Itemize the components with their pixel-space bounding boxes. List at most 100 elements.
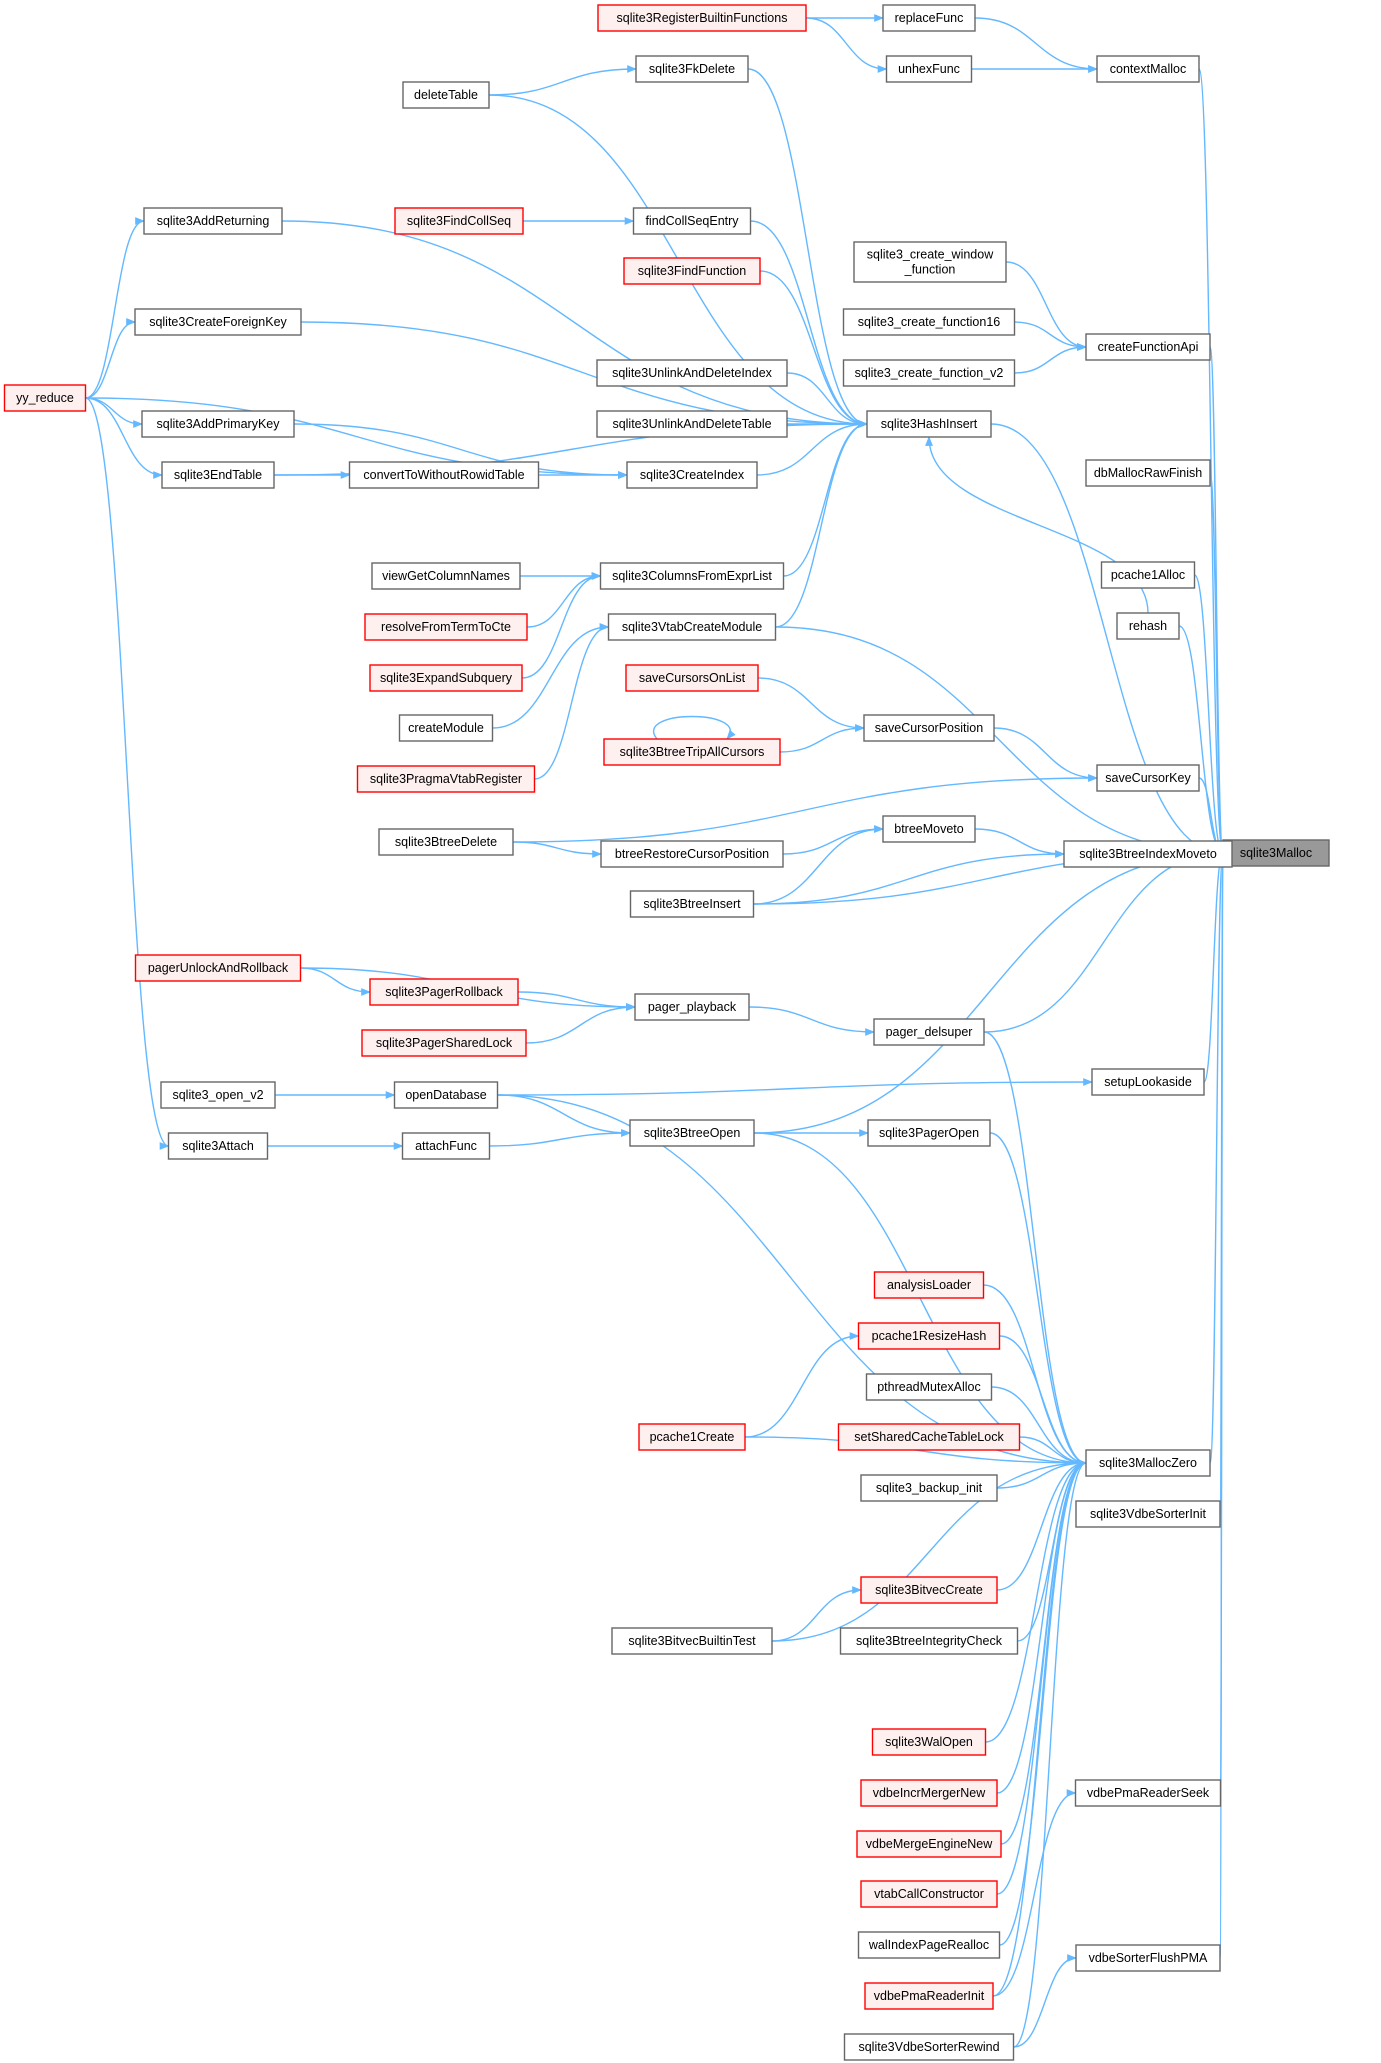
node-box[interactable]	[629, 1119, 755, 1147]
node-box[interactable]	[348, 461, 540, 489]
node-sqlite3Malloc[interactable]: sqlite3Malloc	[1222, 839, 1330, 867]
node-sqlite3VdbeSorterRewind[interactable]: sqlite3VdbeSorterRewind	[843, 2033, 1015, 2061]
node-sqlite3ColumnsFromExprList[interactable]: sqlite3ColumnsFromExprList	[599, 562, 785, 590]
node-box[interactable]	[141, 410, 295, 438]
node-box[interactable]	[629, 890, 755, 918]
node-box[interactable]	[839, 1627, 1019, 1655]
node-sqlite3VtabCreateModule[interactable]: sqlite3VtabCreateModule	[607, 613, 777, 641]
node-resolveFromTermToCte[interactable]: resolveFromTermToCte	[364, 613, 528, 641]
node-sqlite3Attach[interactable]: sqlite3Attach	[167, 1132, 269, 1160]
node-sqlite3PagerRollback[interactable]: sqlite3PagerRollback	[369, 978, 519, 1006]
node-pthreadMutexAlloc[interactable]: pthreadMutexAlloc	[865, 1373, 993, 1401]
node-box[interactable]	[398, 714, 494, 742]
node-box[interactable]	[167, 1132, 269, 1160]
node-sqlite3BtreeIndexMoveto[interactable]: sqlite3BtreeIndexMoveto	[1063, 840, 1233, 868]
node-box[interactable]	[393, 1081, 499, 1109]
node-box[interactable]	[1116, 612, 1180, 640]
node-sqlite3WalOpen[interactable]: sqlite3WalOpen	[871, 1728, 987, 1756]
node-pcache1Create[interactable]: pcache1Create	[638, 1423, 746, 1451]
node-box[interactable]	[596, 410, 788, 438]
node-sqlite3FkDelete[interactable]: sqlite3FkDelete	[635, 55, 749, 83]
node-sqlite3_create_window_function[interactable]: sqlite3_create_window_function	[853, 241, 1007, 283]
node-box[interactable]	[369, 664, 523, 692]
node-box[interactable]	[635, 55, 749, 83]
node-pcache1Alloc[interactable]: pcache1Alloc	[1100, 561, 1196, 589]
node-btreeMoveto[interactable]: btreeMoveto	[882, 815, 976, 843]
node-box[interactable]	[625, 664, 759, 692]
node-box[interactable]	[161, 461, 275, 489]
node-box[interactable]	[611, 1627, 773, 1655]
node-box[interactable]	[842, 308, 1016, 336]
node-box[interactable]	[865, 1373, 993, 1401]
node-box[interactable]	[1091, 1068, 1205, 1096]
node-box[interactable]	[873, 1018, 985, 1046]
node-sqlite3BtreeInsert[interactable]: sqlite3BtreeInsert	[629, 890, 755, 918]
node-sqlite3MallocZero[interactable]: sqlite3MallocZero	[1085, 1449, 1211, 1477]
node-btreeRestoreCursorPosition[interactable]: btreeRestoreCursorPosition	[600, 840, 784, 868]
node-sqlite3UnlinkAndDeleteIndex[interactable]: sqlite3UnlinkAndDeleteIndex	[596, 359, 788, 387]
node-box[interactable]	[134, 308, 302, 336]
node-attachFunc[interactable]: attachFunc	[401, 1132, 491, 1160]
node-box[interactable]	[866, 410, 992, 438]
node-box[interactable]	[632, 207, 752, 235]
node-box[interactable]	[860, 1576, 998, 1604]
node-pcache1ResizeHash[interactable]: pcache1ResizeHash	[857, 1322, 1001, 1350]
node-box[interactable]	[842, 359, 1016, 387]
node-box[interactable]	[356, 765, 536, 793]
node-sqlite3FindFunction[interactable]: sqlite3FindFunction	[623, 257, 761, 285]
node-box[interactable]	[160, 1081, 276, 1109]
node-box[interactable]	[401, 1132, 491, 1160]
node-box[interactable]	[600, 840, 784, 868]
node-saveCursorPosition[interactable]: saveCursorPosition	[863, 714, 995, 742]
node-box[interactable]	[371, 562, 521, 590]
node-vdbeIncrMergerNew[interactable]: vdbeIncrMergerNew	[860, 1779, 998, 1807]
node-box[interactable]	[837, 1423, 1021, 1451]
node-openDatabase[interactable]: openDatabase	[393, 1081, 499, 1109]
node-box[interactable]	[599, 562, 785, 590]
node-dbMallocRawFinish[interactable]: dbMallocRawFinish	[1085, 459, 1211, 487]
node-analysisLoader[interactable]: analysisLoader	[873, 1271, 985, 1299]
node-box[interactable]	[843, 2033, 1015, 2061]
node-sqlite3BtreeTripAllCursors[interactable]: sqlite3BtreeTripAllCursors	[603, 738, 781, 766]
node-box[interactable]	[607, 613, 777, 641]
node-sqlite3CreateIndex[interactable]: sqlite3CreateIndex	[626, 461, 758, 489]
node-pager_playback[interactable]: pager_playback	[634, 993, 750, 1021]
node-sqlite3_backup_init[interactable]: sqlite3_backup_init	[860, 1474, 998, 1502]
node-box[interactable]	[134, 954, 302, 982]
node-box[interactable]	[1096, 764, 1200, 792]
node-box[interactable]	[882, 4, 976, 32]
node-sqlite3CreateForeignKey[interactable]: sqlite3CreateForeignKey	[134, 308, 302, 336]
node-sqlite3BtreeIntegrityCheck[interactable]: sqlite3BtreeIntegrityCheck	[839, 1627, 1019, 1655]
node-box[interactable]	[860, 1474, 998, 1502]
node-box[interactable]	[364, 613, 528, 641]
node-sqlite3RegisterBuiltinFunctions[interactable]: sqlite3RegisterBuiltinFunctions	[597, 4, 807, 32]
node-box[interactable]	[864, 1982, 994, 2010]
node-yy_reduce[interactable]: yy_reduce	[3, 384, 87, 412]
node-deleteTable[interactable]: deleteTable	[402, 81, 490, 109]
node-box[interactable]	[857, 1322, 1001, 1350]
node-box[interactable]	[1096, 55, 1200, 83]
node-pager_delsuper[interactable]: pager_delsuper	[873, 1018, 985, 1046]
node-sqlite3_create_function_v2[interactable]: sqlite3_create_function_v2	[842, 359, 1016, 387]
node-saveCursorKey[interactable]: saveCursorKey	[1096, 764, 1200, 792]
node-sqlite3HashInsert[interactable]: sqlite3HashInsert	[866, 410, 992, 438]
node-box[interactable]	[1085, 1449, 1211, 1477]
node-sqlite3VdbeSorterInit[interactable]: sqlite3VdbeSorterInit	[1075, 1500, 1221, 1528]
node-walIndexPageRealloc[interactable]: walIndexPageRealloc	[857, 1931, 1001, 1959]
node-box[interactable]	[626, 461, 758, 489]
node-setupLookaside[interactable]: setupLookaside	[1091, 1068, 1205, 1096]
node-box[interactable]	[1222, 839, 1330, 867]
node-sqlite3BitvecBuiltinTest[interactable]: sqlite3BitvecBuiltinTest	[611, 1627, 773, 1655]
node-vdbePmaReaderInit[interactable]: vdbePmaReaderInit	[864, 1982, 994, 2010]
node-convertToWithoutRowidTable[interactable]: convertToWithoutRowidTable	[348, 461, 540, 489]
node-sqlite3EndTable[interactable]: sqlite3EndTable	[161, 461, 275, 489]
node-box[interactable]	[143, 207, 283, 235]
node-sqlite3BtreeDelete[interactable]: sqlite3BtreeDelete	[378, 828, 514, 856]
node-sqlite3_create_function16[interactable]: sqlite3_create_function16	[842, 308, 1016, 336]
node-sqlite3PagerSharedLock[interactable]: sqlite3PagerSharedLock	[361, 1029, 527, 1057]
node-box[interactable]	[1085, 333, 1211, 361]
node-box[interactable]	[1075, 1500, 1221, 1528]
node-box[interactable]	[867, 1119, 991, 1147]
node-sqlite3ExpandSubquery[interactable]: sqlite3ExpandSubquery	[369, 664, 523, 692]
node-findCollSeqEntry[interactable]: findCollSeqEntry	[632, 207, 752, 235]
